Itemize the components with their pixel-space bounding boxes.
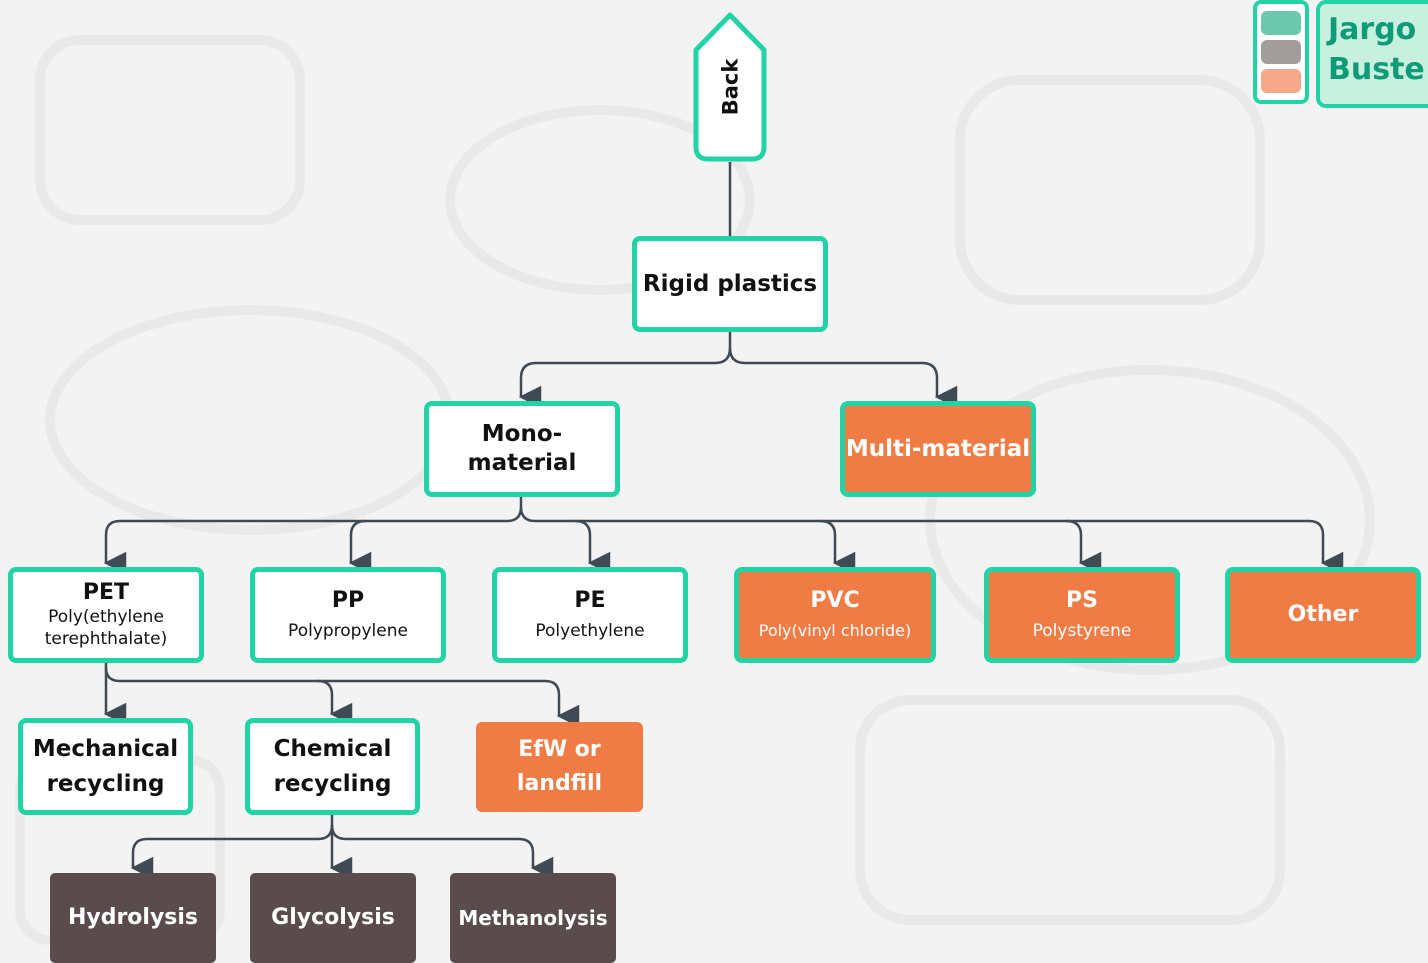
connector-mono-pet bbox=[103, 497, 523, 575]
node-chemical-line-2: recycling bbox=[273, 770, 392, 797]
node-pp-sub: Polypropylene bbox=[288, 621, 408, 642]
node-ps-title: PS bbox=[1066, 587, 1098, 613]
node-efw-line-2: landfill bbox=[516, 771, 603, 796]
node-mechanical-line-1: Mechanical bbox=[32, 735, 179, 762]
connector-rigid-multi bbox=[728, 347, 958, 409]
node-glycolysis[interactable]: Glycolysis bbox=[250, 873, 416, 963]
jargon-buster-logo[interactable]: Jargo Buste bbox=[1316, 0, 1428, 108]
connector-mono-pe bbox=[574, 519, 611, 575]
node-mechanical-recycling[interactable]: Mechanical recycling bbox=[18, 718, 193, 815]
node-glycolysis-title: Glycolysis bbox=[271, 904, 395, 930]
connector-mono-pp bbox=[348, 519, 372, 575]
back-button-shape[interactable] bbox=[693, 12, 767, 162]
node-pe-sub: Polyethylene bbox=[535, 621, 645, 642]
connector-chemical-methanolysis bbox=[330, 824, 554, 880]
node-pp[interactable]: PP Polypropylene bbox=[250, 567, 446, 663]
node-pvc-sub: Poly(vinyl chloride) bbox=[758, 620, 912, 640]
logo-swatch-green bbox=[1261, 10, 1301, 35]
node-pet-sub-2: terephthalate) bbox=[44, 629, 168, 650]
node-pet[interactable]: PET Poly(ethylene terephthalate) bbox=[8, 567, 204, 663]
connector-rigid-mono bbox=[518, 332, 732, 409]
node-efw-line-1: EfW or bbox=[518, 736, 601, 762]
connector-mono-ps bbox=[1065, 519, 1102, 575]
node-multi-material-title: Multi-material bbox=[845, 435, 1031, 462]
node-other-title: Other bbox=[1287, 601, 1359, 627]
connector-chemical-hydrolysis bbox=[130, 814, 334, 880]
node-methanolysis-title: Methanolysis bbox=[458, 906, 608, 930]
node-hydrolysis-title: Hydrolysis bbox=[67, 904, 199, 930]
node-pe[interactable]: PE Polyethylene bbox=[492, 567, 688, 663]
node-multi-material[interactable]: Multi-material bbox=[840, 401, 1036, 497]
node-pvc[interactable]: PVC Poly(vinyl chloride) bbox=[734, 567, 936, 663]
logo-swatch-peach bbox=[1261, 69, 1301, 94]
back-button[interactable]: Back bbox=[693, 12, 767, 162]
node-chemical-recycling[interactable]: Chemical recycling bbox=[245, 718, 420, 815]
node-pp-title: PP bbox=[331, 587, 365, 613]
node-rigid-plastics[interactable]: Rigid plastics bbox=[632, 236, 828, 332]
logo-swatches bbox=[1253, 0, 1309, 104]
node-ps-sub: Polystyrene bbox=[1032, 621, 1132, 642]
logo-line-2: Buste bbox=[1328, 52, 1425, 87]
connector-pet-chemical bbox=[317, 679, 353, 726]
node-pvc-title: PVC bbox=[810, 588, 860, 614]
node-ps[interactable]: PS Polystyrene bbox=[984, 567, 1180, 663]
node-mechanical-line-2: recycling bbox=[46, 770, 165, 797]
node-mono-material-title: Mono-material bbox=[467, 421, 577, 476]
connector-mono-pvc bbox=[819, 519, 856, 575]
node-other[interactable]: Other bbox=[1225, 567, 1421, 663]
connector-mono-right bbox=[519, 506, 1344, 575]
back-button-label: Back bbox=[718, 58, 742, 116]
node-pet-title: PET bbox=[82, 579, 130, 605]
node-pe-title: PE bbox=[574, 587, 606, 613]
connector-pet-efw bbox=[104, 667, 580, 728]
node-methanolysis[interactable]: Methanolysis bbox=[450, 873, 616, 963]
node-mono-material[interactable]: Mono-material bbox=[424, 401, 620, 497]
node-chemical-line-1: Chemical bbox=[273, 735, 392, 762]
logo-line-1: Jargo bbox=[1328, 12, 1417, 47]
node-hydrolysis[interactable]: Hydrolysis bbox=[50, 873, 216, 963]
node-pet-sub-1: Poly(ethylene bbox=[48, 607, 164, 628]
node-rigid-plastics-title: Rigid plastics bbox=[642, 270, 818, 297]
logo-swatch-grey bbox=[1261, 39, 1301, 64]
node-efw-or-landfill[interactable]: EfW or landfill bbox=[476, 722, 643, 812]
